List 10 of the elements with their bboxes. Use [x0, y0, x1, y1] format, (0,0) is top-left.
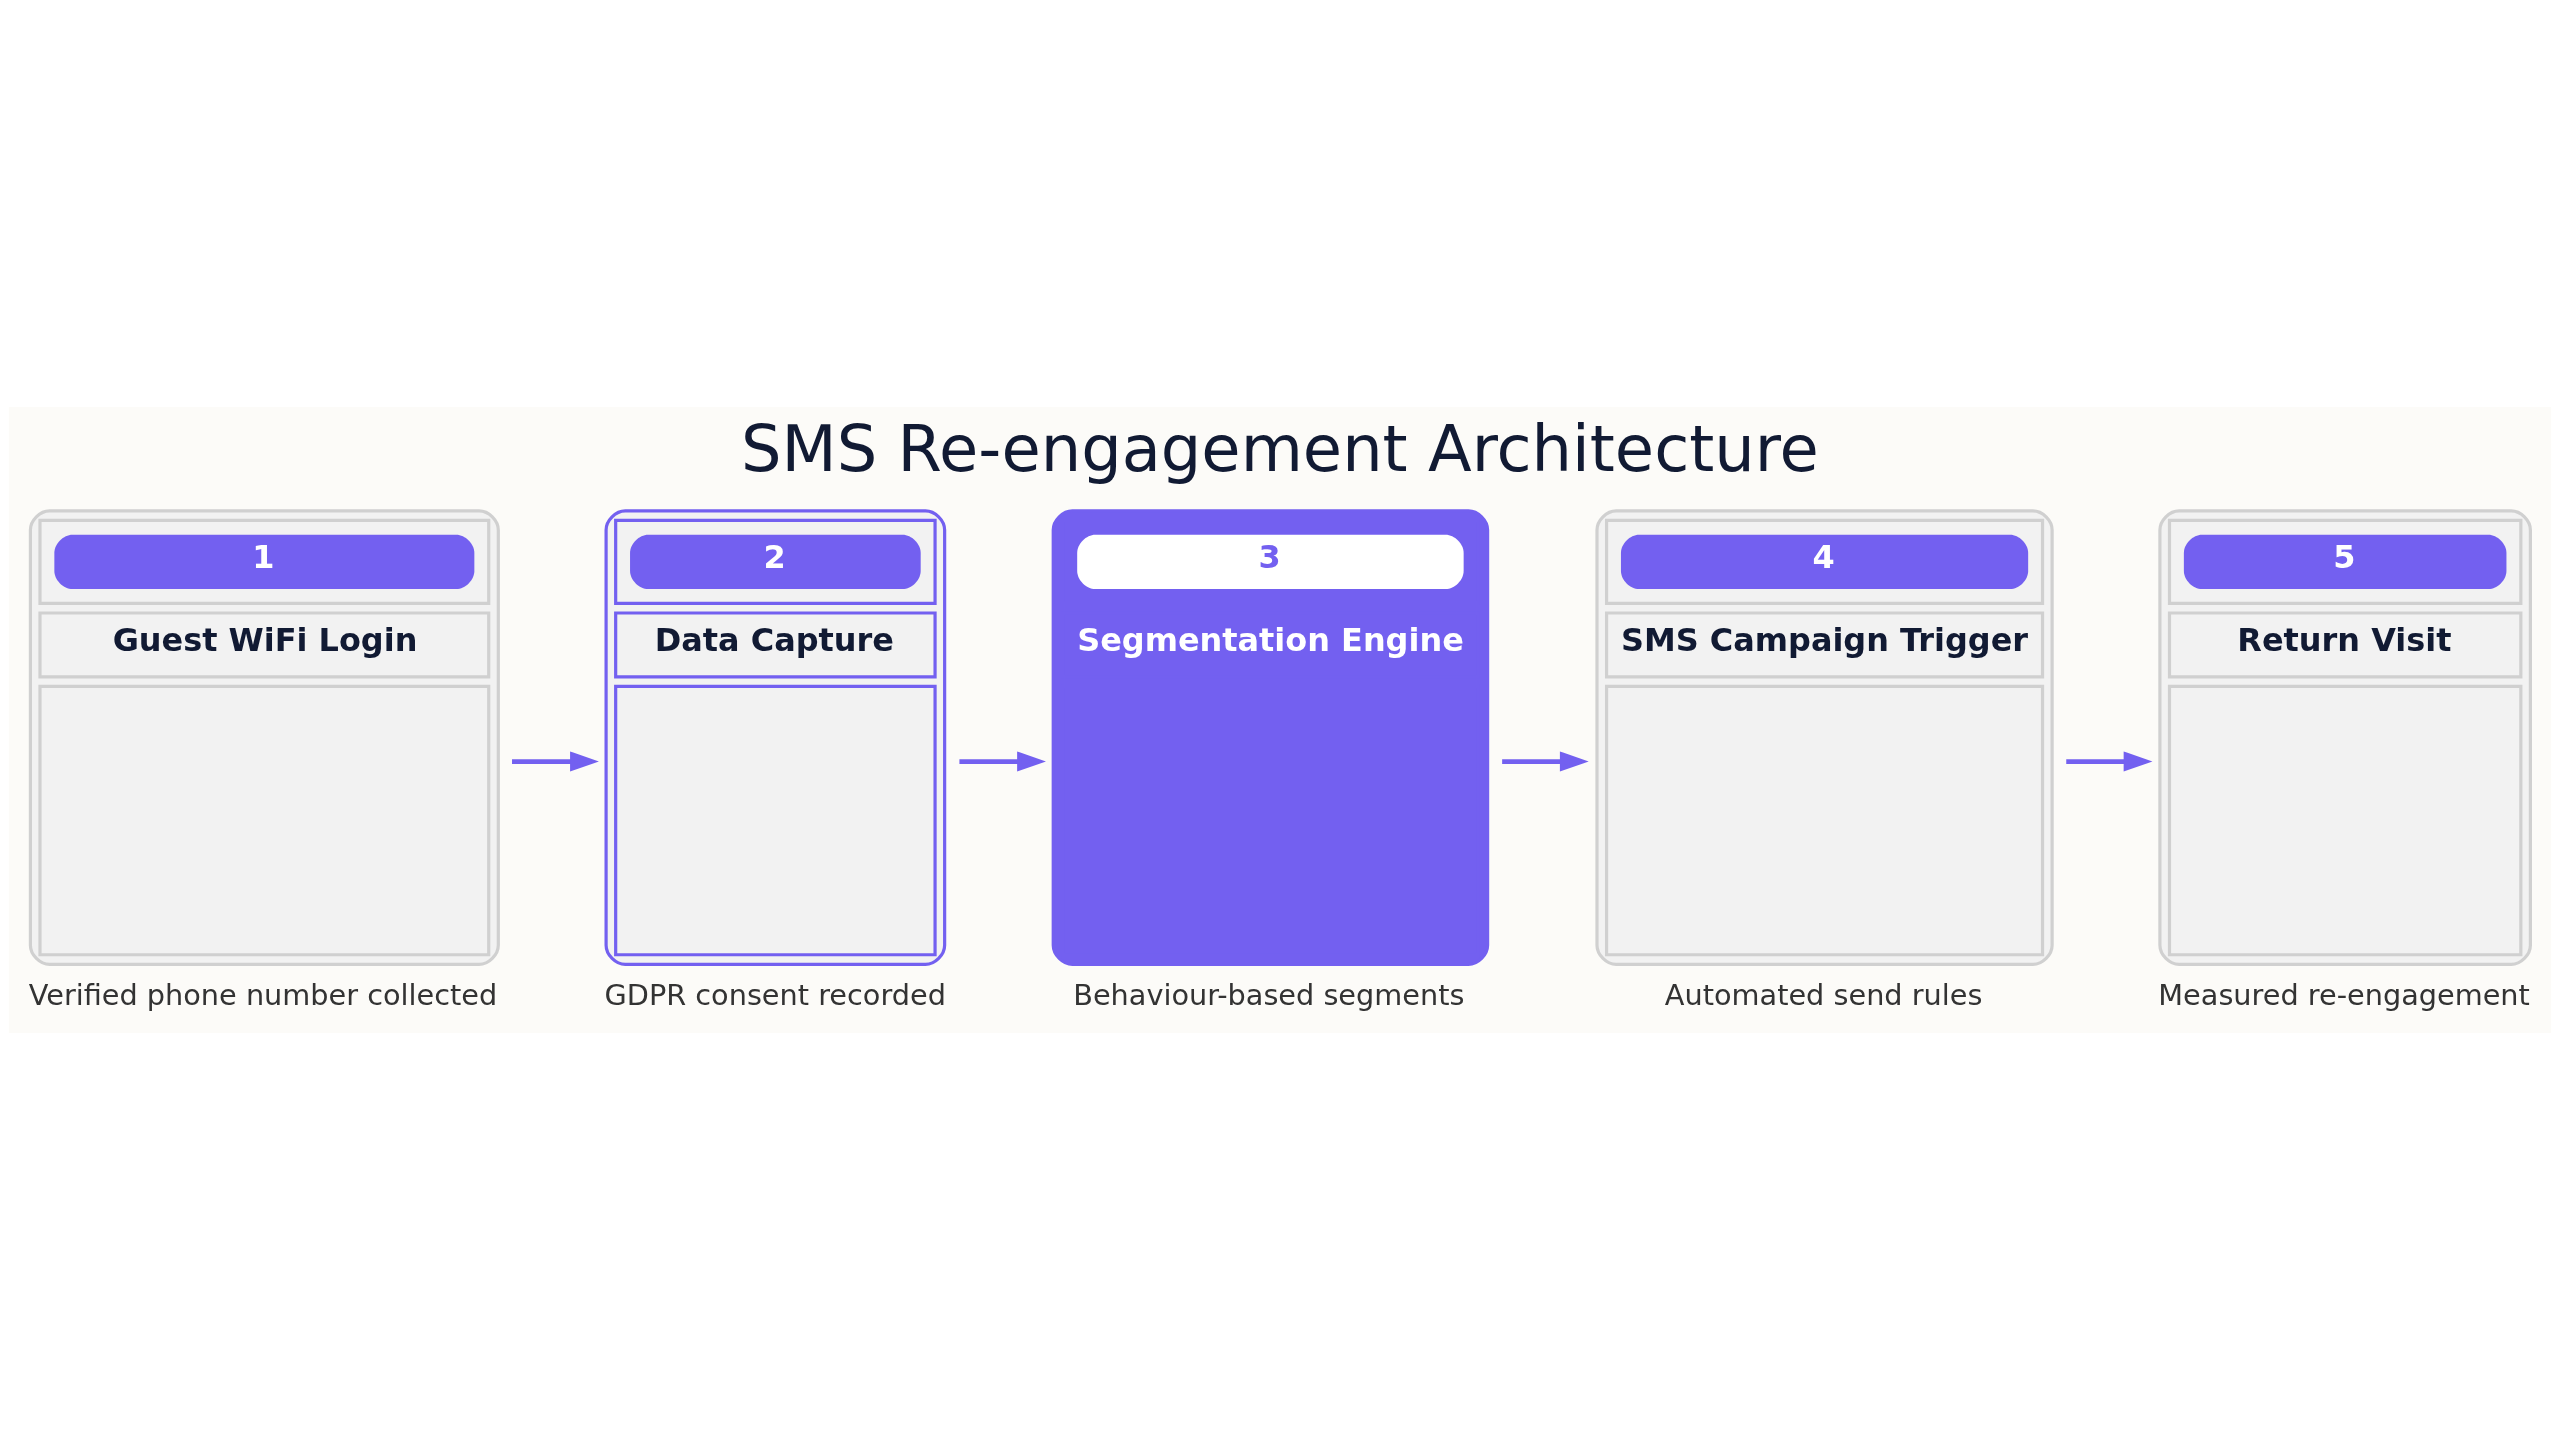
- arrow: [1502, 751, 1589, 772]
- diagram-title: SMS Re-engagement Architecture: [741, 411, 1819, 486]
- node-label: Automated send rules: [1664, 977, 1983, 1012]
- node-label: Verified phone number collected: [28, 977, 498, 1012]
- arrow: [959, 751, 1046, 772]
- arrow: [512, 751, 599, 772]
- node-label: GDPR consent recorded: [604, 977, 946, 1012]
- arrow: [2066, 751, 2153, 772]
- node-label: Measured re-engagement: [2158, 977, 2530, 1012]
- node-label: Behaviour-based segments: [1073, 977, 1465, 1012]
